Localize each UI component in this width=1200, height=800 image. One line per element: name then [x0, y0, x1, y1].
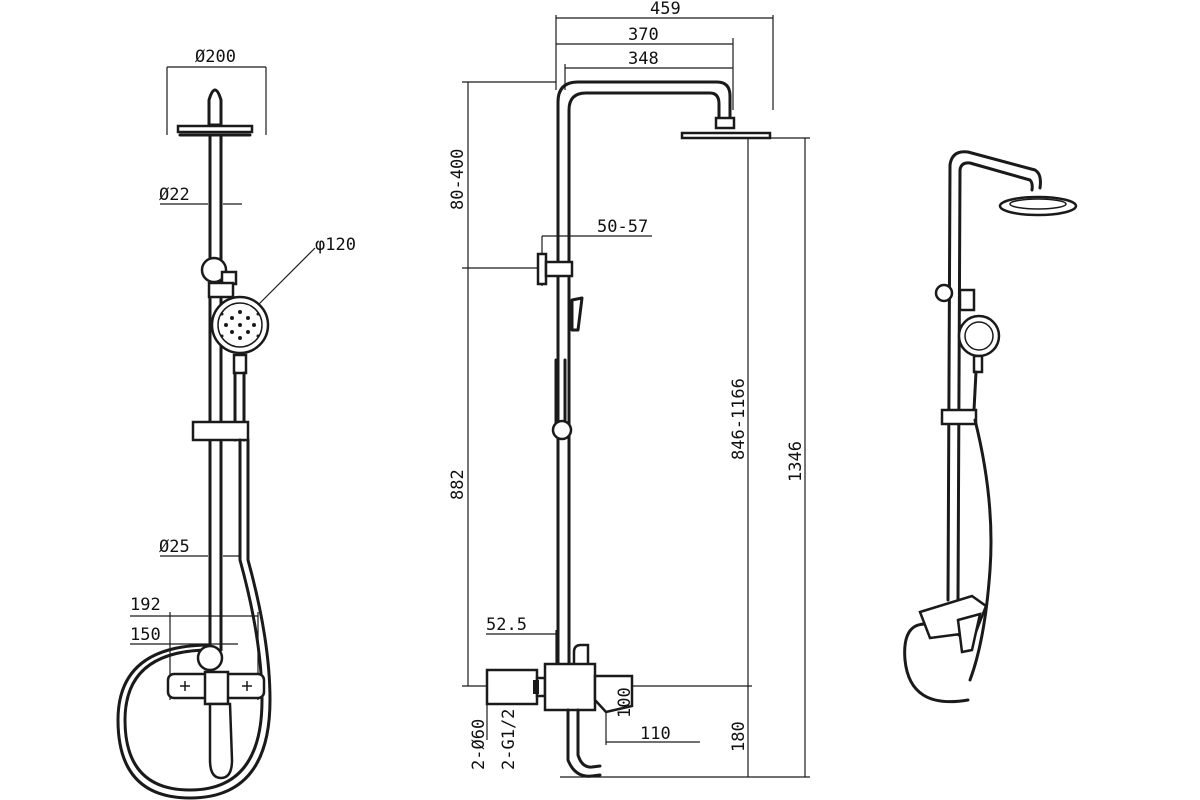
dim-mixer-offset: 52.5	[486, 615, 527, 635]
dim-arm-348: 348	[628, 49, 659, 69]
dim-rail-height: 882	[448, 469, 468, 500]
dim-head-diameter: Ø200	[195, 47, 236, 67]
dim-arm-370: 370	[628, 25, 659, 45]
dim-height-adjust: 846-1166	[729, 378, 749, 460]
dim-overall-reach: 459	[650, 0, 681, 19]
dim-pipe-upper: Ø22	[159, 185, 190, 205]
perspective-view	[903, 150, 1078, 704]
dim-mixer-150: 150	[130, 625, 161, 645]
dim-holder-offset: 50-57	[597, 217, 648, 237]
front-view: Ø200 Ø22 φ120	[116, 47, 356, 800]
dim-arm-drop: 80-400	[448, 149, 468, 210]
dim-total-height: 1346	[786, 441, 806, 482]
dim-inlet-height: 180	[729, 721, 749, 752]
dim-escutcheon: 2-Ø60	[469, 719, 489, 770]
side-view: 459 370 348 80-400 882 50-57	[448, 0, 810, 778]
dim-thread: 2-G1/2	[499, 709, 519, 770]
dim-handshower-diameter: φ120	[315, 235, 356, 255]
dim-mixer-192: 192	[130, 595, 161, 615]
dim-mixer-depth: 100	[615, 687, 635, 718]
dim-spout-length: 110	[640, 724, 671, 744]
dim-pipe-lower: Ø25	[159, 537, 190, 557]
